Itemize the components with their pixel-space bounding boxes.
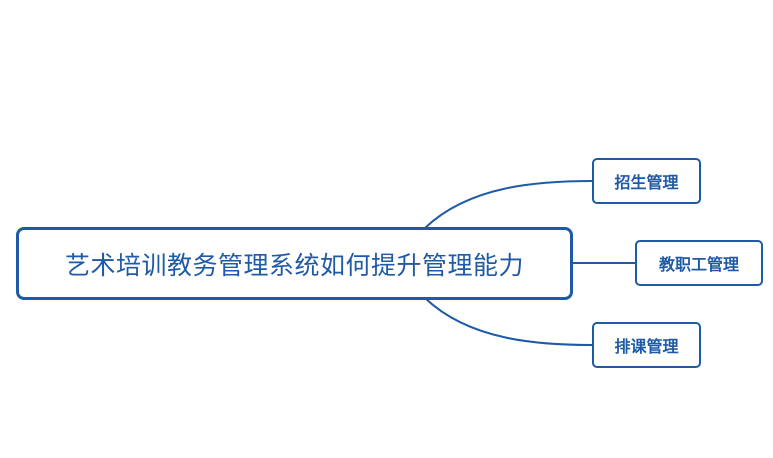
branch-label-enrollment: 招生管理 — [614, 173, 679, 192]
root-topic-label: 艺术培训教务管理系统如何提升管理能力 — [64, 250, 524, 280]
branch-label-staff: 教职工管理 — [658, 255, 739, 274]
branch-node-scheduling[interactable]: 排课管理 — [592, 322, 701, 368]
branch-node-staff[interactable]: 教职工管理 — [635, 240, 763, 286]
root-topic-node[interactable]: 艺术培训教务管理系统如何提升管理能力 — [16, 227, 573, 300]
branch-node-enrollment[interactable]: 招生管理 — [592, 158, 701, 204]
connector-line-1 — [424, 180, 594, 229]
connector-line-3 — [424, 297, 594, 346]
branch-label-scheduling: 排课管理 — [614, 337, 679, 356]
